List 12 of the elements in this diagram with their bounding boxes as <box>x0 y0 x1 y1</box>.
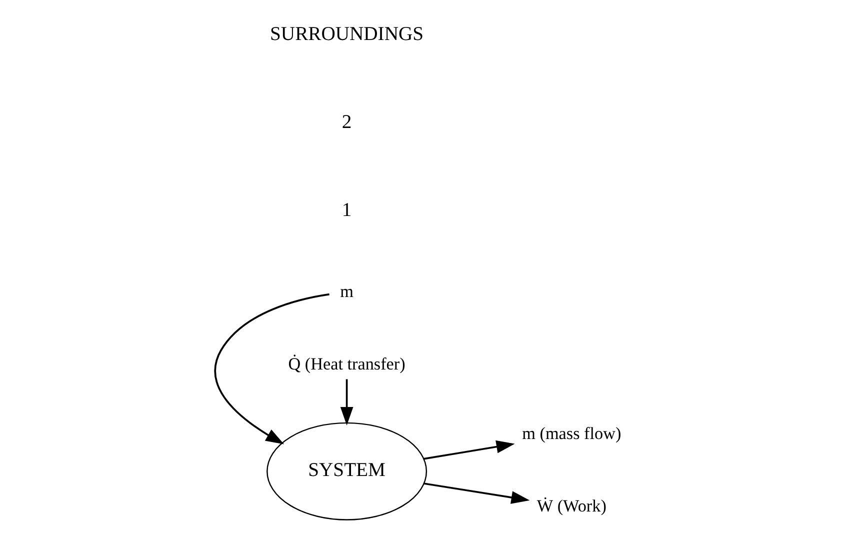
arrow <box>214 293 329 444</box>
node-text: m <box>340 282 353 301</box>
arrow <box>423 440 514 460</box>
node-ellipse: SYSTEM <box>266 422 427 520</box>
node-text: m (mass flow) <box>522 424 621 444</box>
label: 1 <box>341 200 352 222</box>
label: SURROUNDINGS <box>270 24 424 45</box>
label: 2 <box>341 112 352 133</box>
arrow <box>340 379 353 426</box>
node-text: Q̇ (Heat transfer) <box>288 354 405 374</box>
arrow <box>423 482 530 504</box>
node-text: Ẇ (Work) <box>536 496 606 516</box>
